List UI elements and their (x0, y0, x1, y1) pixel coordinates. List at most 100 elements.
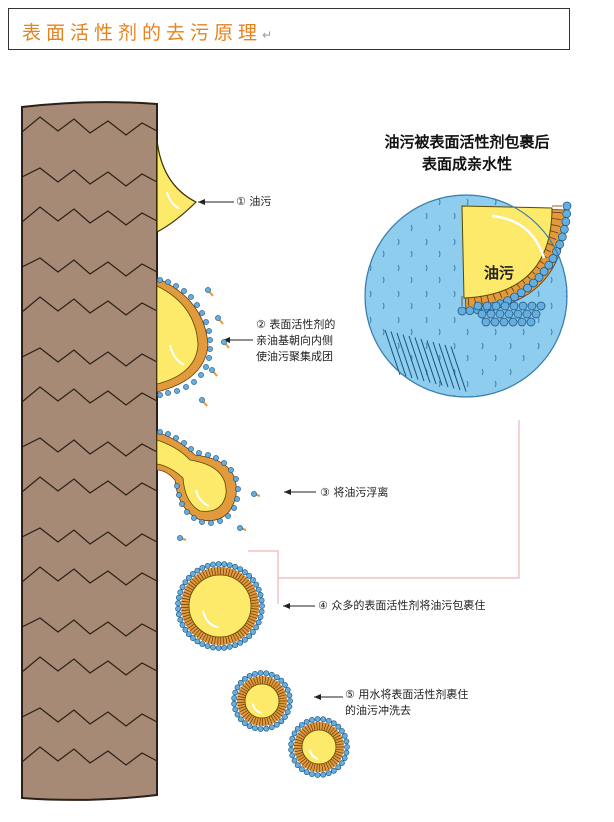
hydrophilic-head (175, 600, 181, 607)
hydrophilic-head (175, 611, 182, 618)
hydrophilic-head (226, 562, 233, 569)
tail-line (264, 717, 267, 726)
hydrophilic-head (499, 317, 509, 327)
hydrophilic-head (174, 483, 180, 489)
step-2-label: ② 表面活性剂的 亲油基朝向内侧 使油污聚集成团 (256, 318, 336, 363)
hydrophilic-head (184, 509, 190, 515)
tail-line (321, 722, 324, 731)
water-hatch (438, 343, 455, 389)
tail-line (183, 616, 192, 621)
tail-line (196, 630, 202, 638)
hydrophilic-head (199, 519, 205, 525)
hydrophilic-head (232, 642, 238, 649)
tail-line (186, 585, 194, 591)
tail-line (332, 731, 340, 738)
hydrophilic-head (237, 566, 244, 573)
tail-line (202, 633, 207, 641)
tail-line (237, 695, 246, 699)
tail-line (230, 635, 234, 643)
tail-line (189, 580, 197, 587)
hydrophilic-head (208, 520, 214, 526)
tail-line (210, 636, 214, 645)
hydrophilic-head (242, 636, 248, 643)
tail-line (207, 568, 211, 577)
hydrophilic-head (500, 301, 510, 311)
hydrophilic-head (284, 687, 291, 693)
tail-line (181, 597, 190, 601)
hydrophilic-head (165, 390, 171, 396)
hydrophilic-head (526, 317, 536, 327)
stage-3-oil (156, 429, 261, 541)
hydrophilic-head (185, 574, 192, 581)
hydrophilic-head (205, 452, 211, 458)
tail-line (301, 728, 308, 735)
hydrophilic-head (246, 572, 253, 579)
hydrophilic-head (562, 209, 572, 219)
hydrophilic-head (560, 225, 569, 234)
tail-line (187, 623, 195, 629)
hydrophilic-head (258, 597, 265, 604)
hydrophilic-head (539, 267, 549, 276)
hydrophilic-head (268, 671, 275, 678)
tail-line (268, 716, 273, 725)
tail-line (295, 752, 303, 756)
water-hatch (402, 334, 419, 380)
hydrophilic-head (196, 450, 202, 456)
hydrophilic-head (231, 505, 237, 511)
fiber-crack (21, 296, 158, 316)
tail-line (334, 753, 343, 757)
hydrophilic-head (250, 629, 256, 635)
tail-line (222, 567, 225, 576)
hydrophilic-head (544, 260, 554, 270)
tail-line (247, 714, 253, 722)
tail-line (234, 632, 240, 641)
hydrophilic-head (213, 455, 219, 461)
hydrophilic-head (325, 717, 332, 724)
step-4-label: ④ 众多的表面活性剂将油污包裹住 (318, 599, 486, 612)
tail-line (236, 631, 243, 639)
tail-line (327, 725, 333, 733)
hydrophilic-head (457, 306, 467, 316)
hydrophilic-head (189, 571, 196, 577)
tail-line (249, 615, 258, 619)
tail-line (239, 630, 245, 637)
tail-line (239, 708, 247, 713)
water-hatch (432, 341, 449, 388)
hydrophilic-head (181, 440, 187, 446)
droplet-highlight (166, 191, 181, 210)
hydrophilic-head (176, 492, 182, 498)
tail-line (249, 593, 258, 597)
tail-line (270, 715, 276, 723)
fiber-crack (21, 656, 158, 676)
hydrophilic-head (215, 645, 222, 651)
droplet-highlight (308, 749, 319, 760)
tail-line (250, 608, 259, 610)
hydrophilic-head (320, 716, 327, 723)
hydrophilic-head (509, 301, 519, 311)
hydrophilic-head (191, 515, 197, 521)
hydrophilic-head (231, 700, 238, 707)
tail-line (186, 621, 194, 627)
tail-line (550, 223, 560, 227)
hydrophilic-head (177, 616, 184, 623)
tail-line (276, 709, 284, 714)
arrow-head (284, 489, 291, 495)
hydrophilic-head (273, 721, 280, 728)
hydrophilic-head (246, 672, 253, 679)
surfactant-ring (175, 561, 265, 651)
tail-line (272, 681, 278, 688)
tail-line (194, 576, 200, 583)
hydrophilic-head (228, 467, 234, 473)
tail-line (335, 740, 344, 744)
tail-line (310, 723, 314, 732)
hydrophilic-head (263, 670, 270, 677)
hydrophilic-head (253, 624, 260, 631)
water-hatch (426, 340, 443, 386)
hydrophilic-head (234, 684, 241, 691)
hydrophilic-head (182, 626, 189, 633)
hydrophilic-head (314, 772, 321, 778)
tail-line (325, 762, 330, 771)
fiber-crack (21, 617, 158, 637)
tail-line (250, 602, 259, 604)
tail-line (237, 701, 246, 703)
